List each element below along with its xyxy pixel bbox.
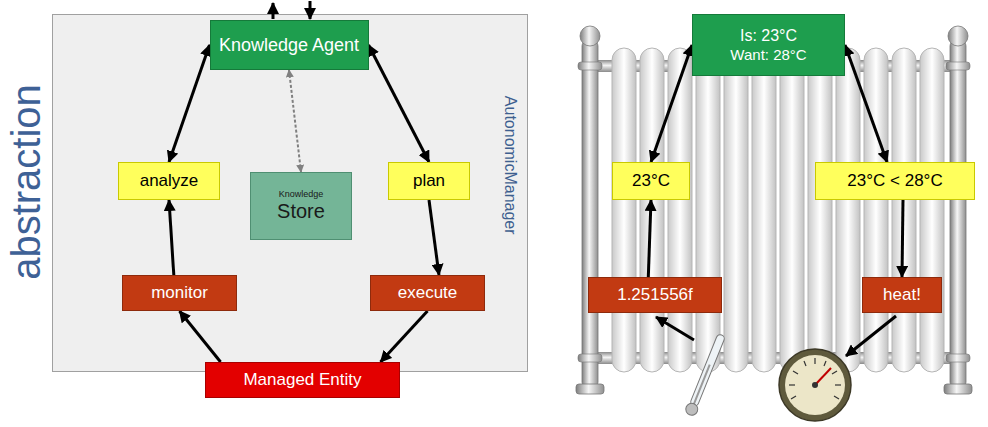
sensor-value-box: 1.251556f: [588, 277, 722, 313]
outgoing-arrow: [272, 3, 275, 19]
thermometer: [684, 333, 727, 417]
node-text: AutonomicManager: [500, 96, 518, 235]
node-text: 23°C: [632, 171, 670, 191]
autonomic-manager-panel: AutonomicManager Knowledge AgentKnowledge…: [52, 14, 528, 372]
flow-arrow: [169, 200, 174, 275]
node-text: Managed Entity: [243, 370, 361, 390]
node-text: Want: 28°C: [730, 46, 806, 63]
node-text: monitor: [151, 283, 208, 303]
flow-arrow: [845, 45, 887, 162]
flow-arrow: [902, 200, 903, 277]
flow-arrow: [651, 45, 692, 162]
execute-box: execute: [370, 275, 485, 311]
node-text: 1.251556f: [617, 285, 693, 305]
flow-arrow: [381, 311, 428, 362]
knowledge-agent-box: Knowledge Agent: [210, 20, 369, 70]
node-text: plan: [413, 171, 445, 191]
flow-arrow: [169, 45, 210, 162]
node-text: Store: [277, 200, 325, 223]
analyze-box: analyze: [118, 162, 220, 200]
flow-arrow: [369, 45, 430, 162]
plan-box: plan: [388, 162, 470, 200]
plan-value-box: 23°C < 28°C: [815, 162, 975, 200]
managed-entity-box: Managed Entity: [205, 362, 400, 398]
flow-arrow: [180, 311, 221, 362]
incoming-arrow: [309, 1, 312, 19]
node-text: Knowledge Agent: [219, 35, 359, 56]
axis-label: abstraction: [6, 84, 46, 280]
radiator: [576, 26, 972, 394]
sensor-arrow: [656, 317, 694, 340]
actuator-arrow: [846, 316, 896, 356]
node-text: analyze: [140, 171, 199, 191]
flow-arrow: [648, 200, 651, 277]
gauge: [779, 349, 851, 421]
node-text: execute: [398, 283, 458, 303]
knowledge-value-box: Is: 23°CWant: 28°C: [692, 14, 845, 76]
node-text: Is: 23°C: [740, 27, 797, 45]
analysis-value-box: 23°C: [612, 162, 690, 200]
monitor-box: monitor: [122, 275, 237, 311]
flow-arrow: [289, 70, 301, 172]
action-value-box: heat!: [862, 277, 942, 313]
node-text: 23°C < 28°C: [847, 171, 942, 191]
knowledge-store-box: KnowledgeStore: [250, 172, 352, 240]
node-text: heat!: [883, 285, 921, 305]
flow-arrow: [429, 200, 439, 275]
node-text: Knowledge: [279, 189, 324, 199]
